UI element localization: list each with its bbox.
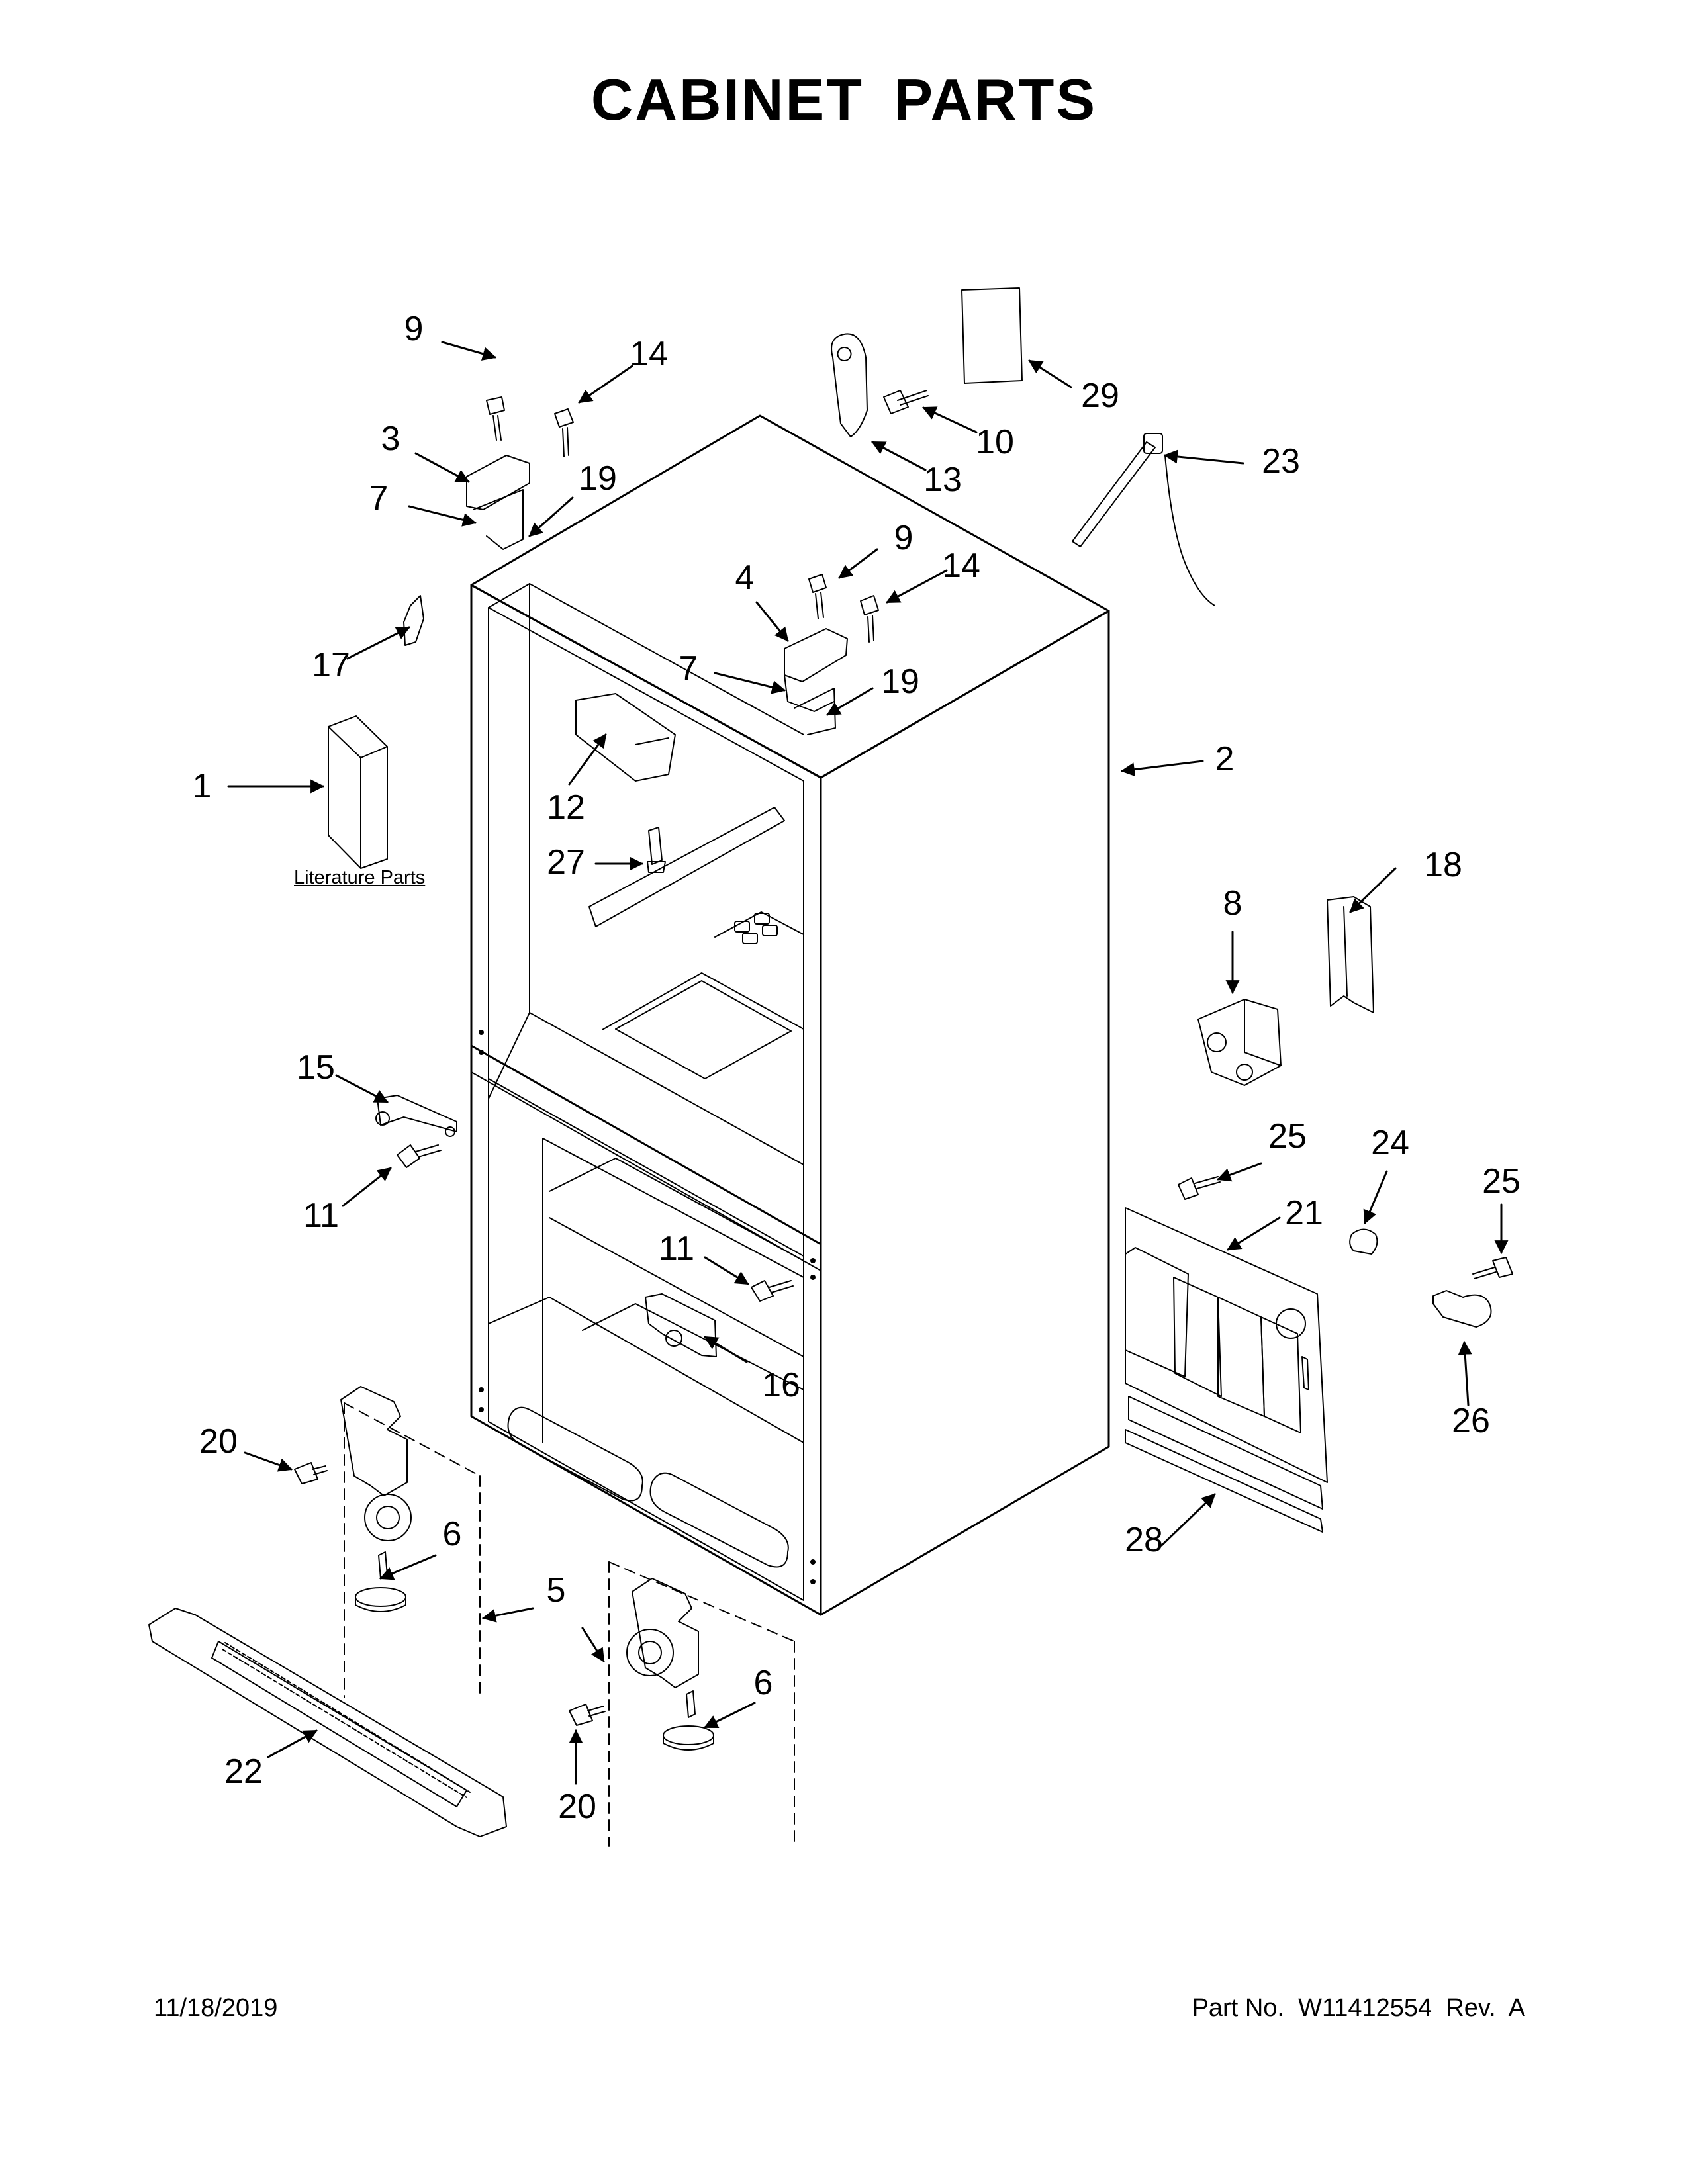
callout-19-center: 19: [881, 662, 919, 701]
screw-9b: [808, 574, 827, 619]
footer-part-number: Part No. W11412554 Rev. A: [1192, 1994, 1525, 2022]
strip-28: [1125, 1429, 1323, 1533]
callout-9-top-left: 9: [404, 310, 424, 348]
callout-17: 17: [312, 646, 350, 684]
callout-11-center: 11: [659, 1230, 694, 1268]
callout-5: 5: [546, 1571, 566, 1610]
cabinet-grille-21: [1125, 1207, 1328, 1510]
screw-14b: [860, 595, 879, 643]
hinge-cover-13: [831, 333, 868, 437]
callout-20-right: 20: [558, 1788, 596, 1826]
callout-8: 8: [1223, 884, 1243, 923]
screw-9a: [486, 396, 505, 441]
control-housing-12: [575, 693, 676, 782]
callout-25-center: 25: [1268, 1117, 1307, 1156]
bracket-17: [403, 595, 424, 646]
callout-10: 10: [976, 423, 1014, 461]
callout-6-right: 6: [753, 1664, 773, 1702]
toe-grille-22: [148, 1608, 507, 1837]
cabinet-body: [470, 414, 1110, 1616]
callout-15: 15: [297, 1048, 335, 1087]
screw-14a: [554, 408, 574, 457]
callout-19-top-left: 19: [579, 459, 617, 498]
callout-23: 23: [1262, 442, 1300, 480]
callout-24: 24: [1371, 1124, 1409, 1162]
label-sheet: [961, 287, 1023, 384]
screw-11b: [751, 1280, 794, 1302]
clamp-26: [1432, 1290, 1492, 1328]
screw-10: [883, 390, 929, 414]
callout-29: 29: [1081, 377, 1119, 415]
callout-11-left: 11: [303, 1197, 339, 1235]
callout-21: 21: [1285, 1194, 1323, 1232]
bracket-16: [645, 1293, 717, 1357]
screw-20b: [569, 1704, 606, 1726]
callout-6-left: 6: [442, 1515, 462, 1553]
callout-7-top-left: 7: [369, 479, 389, 518]
callout-3: 3: [381, 420, 400, 458]
callout-14-center: 14: [942, 547, 980, 585]
clip-24: [1349, 1228, 1378, 1255]
roller-assembly-right: [608, 1561, 795, 1847]
callout-26: 26: [1452, 1402, 1490, 1440]
callout-16: 16: [762, 1366, 800, 1404]
screw-25a: [1178, 1176, 1221, 1200]
screw-20a: [294, 1462, 328, 1484]
callout-25-right: 25: [1482, 1162, 1521, 1201]
hinge-3: [466, 455, 530, 550]
callout-14-top-left: 14: [630, 335, 668, 373]
screw-25b: [1472, 1257, 1513, 1279]
hinge-4: [784, 628, 848, 735]
callout-4: 4: [735, 559, 755, 597]
literature-booklet: [328, 715, 388, 869]
callout-9-center: 9: [894, 519, 914, 557]
footer-date: 11/18/2019: [154, 1994, 278, 2022]
water-tube: [1072, 433, 1215, 606]
page-title: CABINET PARTS: [590, 67, 1098, 132]
literature-parts-label: Literature Parts: [294, 867, 426, 888]
callout-7-center: 7: [679, 649, 698, 688]
callout-28: 28: [1125, 1521, 1163, 1559]
water-valve-8: [1197, 999, 1282, 1086]
screw-11a: [397, 1144, 442, 1168]
screw-27: [647, 827, 666, 873]
callout-22: 22: [224, 1752, 263, 1791]
callout-20-left: 20: [199, 1422, 238, 1461]
callout-1: 1: [192, 767, 212, 805]
callout-27: 27: [547, 843, 585, 882]
callout-18: 18: [1424, 846, 1462, 884]
bracket-18: [1327, 896, 1374, 1013]
callout-13: 13: [923, 461, 962, 499]
callout-arrows: [227, 341, 1509, 1785]
callout-12: 12: [547, 788, 585, 827]
callout-2: 2: [1215, 740, 1235, 778]
bracket-15: [375, 1095, 457, 1137]
